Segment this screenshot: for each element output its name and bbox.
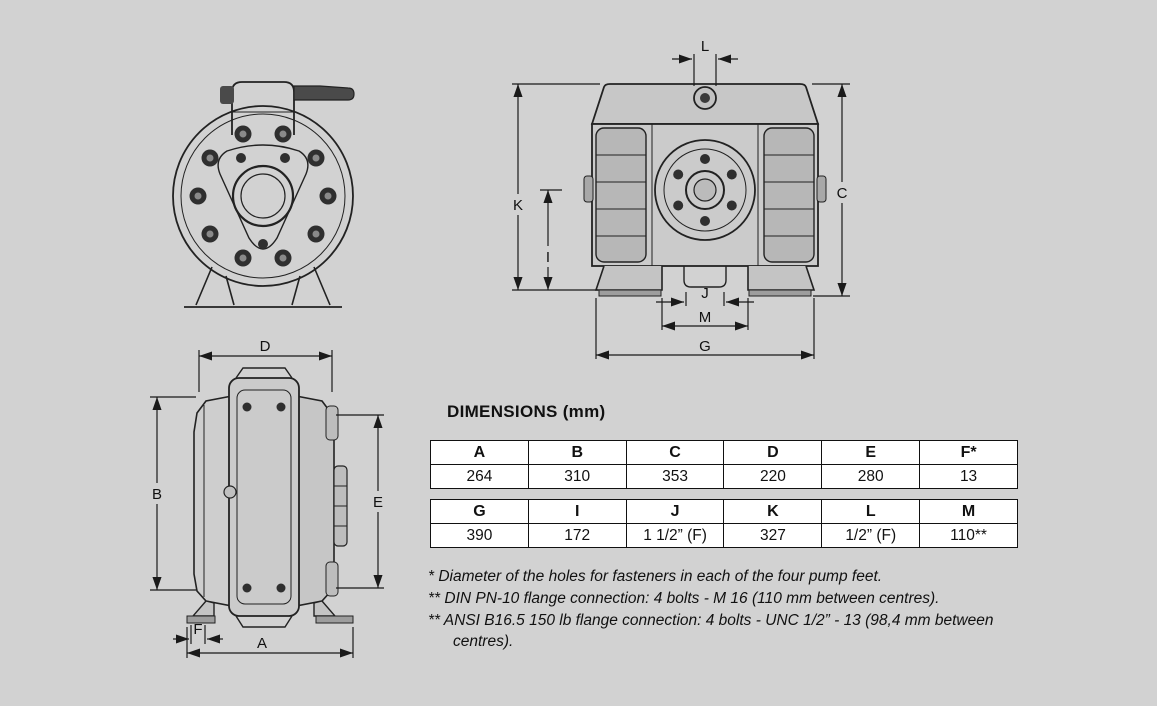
table2-value-K: 327	[723, 523, 823, 548]
dimension-lines-front	[508, 54, 852, 360]
table2-header-G: G	[430, 499, 529, 524]
dim-label-B: B	[152, 486, 162, 503]
table2-header-I: I	[527, 499, 627, 524]
footnote-ansi-flange: ** ANSI B16.5 150 lb flange connection: …	[428, 612, 994, 650]
table1-value-A: 264	[430, 464, 529, 489]
left-foot	[594, 265, 663, 291]
table2-header-row: G I J K L M	[430, 499, 1018, 524]
dim-label-C: C	[837, 185, 848, 202]
table1-value-C: 353	[625, 464, 725, 489]
dimension-labels-front: L K I C J M G	[513, 38, 848, 355]
pump-dimension-view	[583, 83, 827, 297]
side-left-half	[193, 395, 233, 607]
side-view-drawing	[186, 367, 354, 628]
footnotes: * Diameter of the holes for fasteners in…	[428, 566, 1056, 653]
dim-label-D: D	[260, 338, 271, 355]
dimensions-table-2: G I J K L M 390 172 1 1/2” (F) 327 1/2” …	[430, 499, 1018, 548]
side-spine	[228, 377, 300, 617]
dimension-labels-side: D B E F A	[152, 338, 383, 652]
table2-value-G: 390	[430, 523, 529, 548]
right-clamp-band	[763, 127, 815, 263]
side-left-foot	[191, 600, 215, 617]
dimensions-title: DIMENSIONS (mm)	[447, 402, 606, 421]
table1-header-F: F*	[919, 440, 1018, 465]
center-hub	[231, 164, 295, 228]
table2-header-J: J	[625, 499, 725, 524]
dim-label-G: G	[699, 338, 711, 355]
pump-casing-outer	[172, 105, 354, 287]
right-foot	[747, 265, 816, 291]
table1-header-row: A B C D E F*	[430, 440, 1018, 465]
front-view-drawing	[172, 81, 355, 308]
dim-label-M: M	[699, 309, 712, 326]
bottom-port	[683, 266, 727, 288]
table1-header-B: B	[527, 440, 627, 465]
side-right-foot	[313, 600, 337, 617]
dim-label-K: K	[513, 197, 523, 214]
table2-value-row: 390 172 1 1/2” (F) 327 1/2” (F) 110**	[430, 523, 1018, 548]
table2-value-I: 172	[527, 523, 627, 548]
table1-value-row: 264 310 353 220 280 13	[430, 464, 1018, 489]
table1-header-A: A	[430, 440, 529, 465]
center-plate	[217, 144, 309, 250]
table2-value-M: 110**	[919, 523, 1018, 548]
dimension-lines-side	[147, 350, 388, 658]
table1-value-D: 220	[723, 464, 823, 489]
table1-value-E: 280	[821, 464, 921, 489]
dim-label-L: L	[701, 38, 709, 55]
center-flange	[654, 139, 756, 241]
table2-value-L: 1/2” (F)	[821, 523, 921, 548]
table2-header-K: K	[723, 499, 823, 524]
footnote-din-flange: ** DIN PN-10 flange connection: 4 bolts …	[428, 590, 940, 607]
table1-value-B: 310	[527, 464, 627, 489]
table2-value-J: 1 1/2” (F)	[625, 523, 725, 548]
front-view-legs	[195, 266, 331, 306]
table1-header-D: D	[723, 440, 823, 465]
table2-header-L: L	[821, 499, 921, 524]
table2-header-M: M	[919, 499, 1018, 524]
dimensions-table-1: A B C D E F* 264 310 353 220 280 13	[430, 440, 1018, 489]
dim-label-I: I	[546, 249, 550, 266]
dim-label-F: F	[193, 621, 202, 638]
handle	[293, 85, 355, 101]
left-clamp-band	[595, 127, 647, 263]
table1-header-E: E	[821, 440, 921, 465]
dim-label-E: E	[373, 494, 383, 511]
table1-header-C: C	[625, 440, 725, 465]
table1-value-F: 13	[919, 464, 1018, 489]
dim-label-J: J	[701, 285, 709, 302]
footnote-feet-holes: * Diameter of the holes for fasteners in…	[428, 568, 883, 585]
dim-label-A: A	[257, 635, 267, 652]
